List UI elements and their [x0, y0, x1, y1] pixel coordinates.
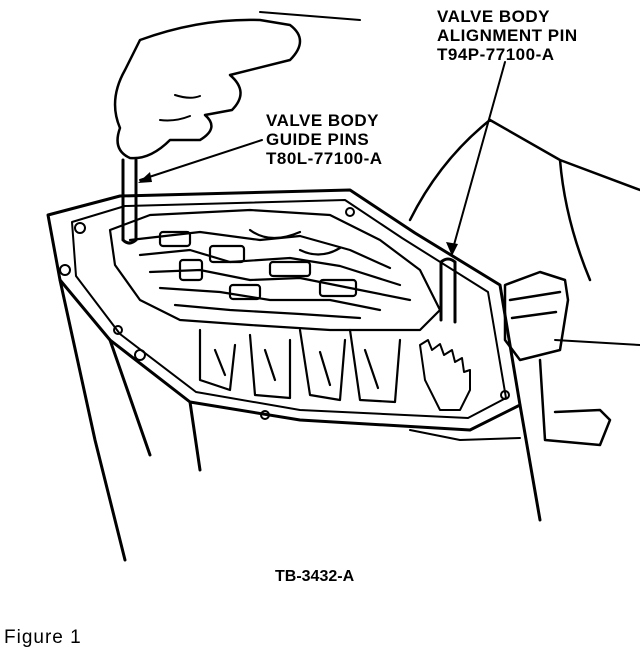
detent-spring: [419, 339, 471, 411]
case-flange-inner: [71, 199, 507, 419]
drawing-code: TB-3432-A: [275, 568, 355, 585]
guide-pin-arrowhead: [138, 172, 152, 183]
guide-pin-leader: [139, 139, 263, 181]
connector: [503, 270, 570, 362]
alignment-pin-label-line1: VALVE BODY: [437, 7, 550, 26]
sleeve: [408, 118, 640, 282]
guide-pins-part-number: T80L-77100-A: [266, 149, 383, 168]
guide-pins-label-line2: GUIDE PINS: [266, 130, 370, 149]
alignment-pin: [439, 257, 457, 324]
figure-caption: Figure 1: [4, 627, 82, 648]
alignment-pin-leader: [451, 61, 506, 253]
case-body: [58, 278, 542, 562]
guide-pins-label-line1: VALVE BODY: [266, 111, 379, 130]
case-flange-outline: [46, 188, 522, 432]
guide-pin: [121, 158, 138, 245]
hand: [113, 18, 302, 160]
alignment-pin-arrowhead: [446, 242, 458, 256]
valve-body: [108, 208, 442, 332]
alignment-pin-part-number: T94P-77100-A: [437, 45, 555, 64]
alignment-pin-label-line2: ALIGNMENT PIN: [437, 26, 578, 45]
guide-pins-label: VALVE BODY GUIDE PINS T80L-77100-A: [266, 111, 383, 168]
alignment-pin-label: VALVE BODY ALIGNMENT PIN T94P-77100-A: [437, 7, 578, 64]
